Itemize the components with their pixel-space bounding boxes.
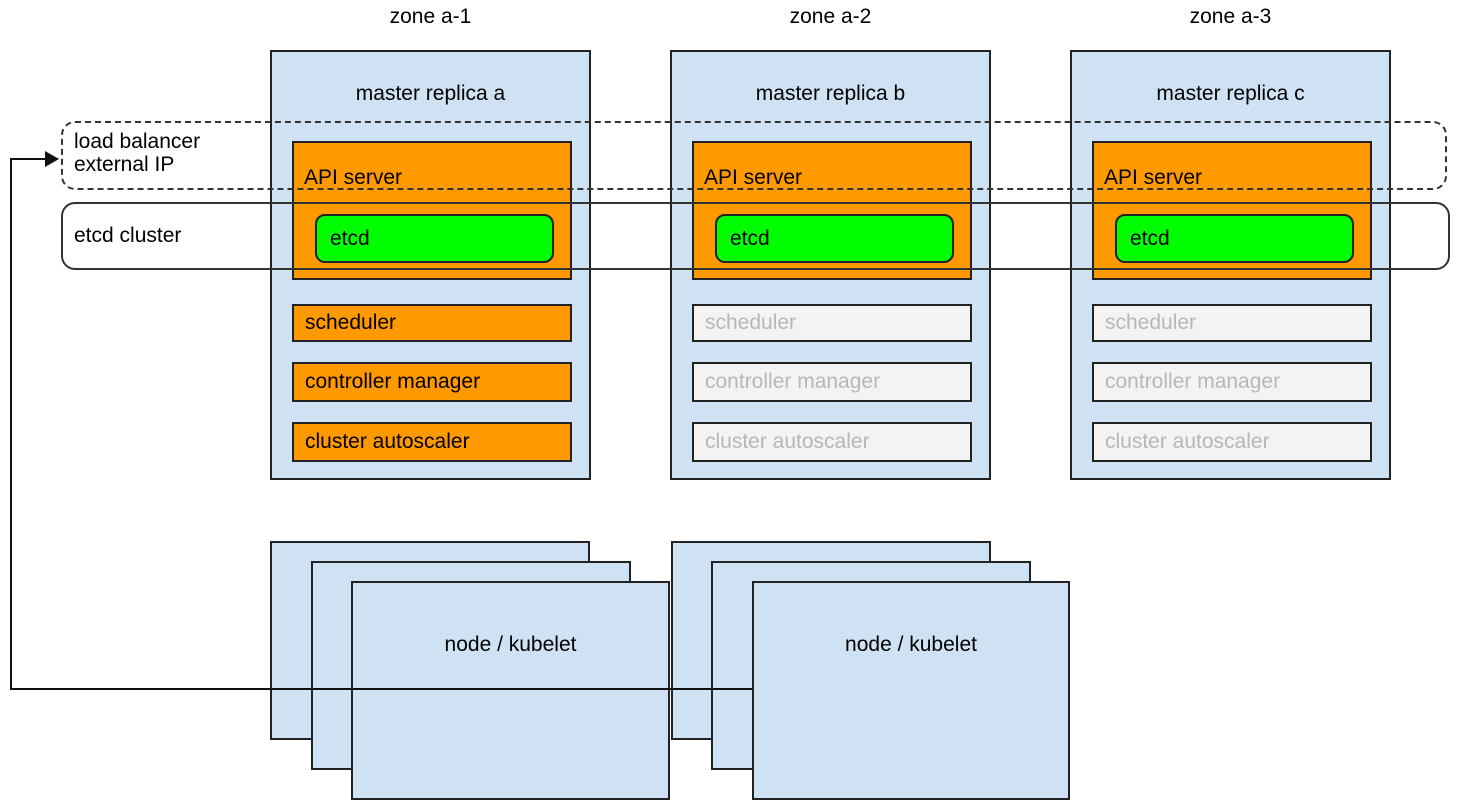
etcd-cluster-label: etcd cluster xyxy=(74,224,182,247)
arrowhead-icon xyxy=(45,151,59,167)
master-replica-a: master replica a API server etcd schedul… xyxy=(270,50,591,480)
nodes-to-lb-arrow-vertical-segment xyxy=(10,158,12,689)
controller-manager-box-c: controller manager xyxy=(1092,362,1372,402)
api-server-label-b: API server xyxy=(704,165,803,189)
scheduler-box-b: scheduler xyxy=(692,304,972,342)
node-kubelet-label-2: node / kubelet xyxy=(845,633,977,656)
master-replica-a-title: master replica a xyxy=(355,82,506,105)
etcd-label-b: etcd xyxy=(730,226,770,250)
etcd-box-a: etcd xyxy=(315,214,554,263)
cluster-autoscaler-box-a: cluster autoscaler xyxy=(292,422,572,462)
api-server-box-a: API server etcd xyxy=(292,141,572,280)
api-server-label-c: API server xyxy=(1104,165,1203,189)
cluster-autoscaler-box-b: cluster autoscaler xyxy=(692,422,972,462)
etcd-label-c: etcd xyxy=(1130,226,1170,250)
controller-manager-box-a: controller manager xyxy=(292,362,572,402)
scheduler-box-a: scheduler xyxy=(292,304,572,342)
master-replica-c: master replica c API server etcd schedul… xyxy=(1070,50,1391,480)
node-kubelet-label-1: node / kubelet xyxy=(444,633,577,656)
etcd-box-c: etcd xyxy=(1115,214,1354,263)
nodes-to-lb-arrow-top-segment xyxy=(10,158,46,160)
etcd-box-b: etcd xyxy=(715,214,954,263)
load-balancer-label-line1: load balancer xyxy=(74,130,201,153)
node-stack2-front: node / kubelet xyxy=(752,581,1070,800)
controller-manager-box-b: controller manager xyxy=(692,362,972,402)
nodes-to-lb-arrow-bottom-segment xyxy=(10,688,752,690)
zone-label-a2: zone a-2 xyxy=(789,5,872,28)
api-server-box-b: API server etcd xyxy=(692,141,972,280)
api-server-label-a: API server xyxy=(304,165,403,189)
zone-label-a1: zone a-1 xyxy=(389,5,472,28)
load-balancer-label-line2: external IP xyxy=(74,153,175,176)
zone-label-a3: zone a-3 xyxy=(1189,5,1272,28)
load-balancer-label: load balancer external IP xyxy=(74,130,200,176)
master-replica-b: master replica b API server etcd schedul… xyxy=(670,50,991,480)
master-replica-b-title: master replica b xyxy=(755,82,906,105)
etcd-label-a: etcd xyxy=(330,226,370,250)
cluster-autoscaler-box-c: cluster autoscaler xyxy=(1092,422,1372,462)
node-stack1-front: node / kubelet xyxy=(351,581,670,800)
master-replica-c-title: master replica c xyxy=(1156,82,1305,105)
api-server-box-c: API server etcd xyxy=(1092,141,1372,280)
scheduler-box-c: scheduler xyxy=(1092,304,1372,342)
